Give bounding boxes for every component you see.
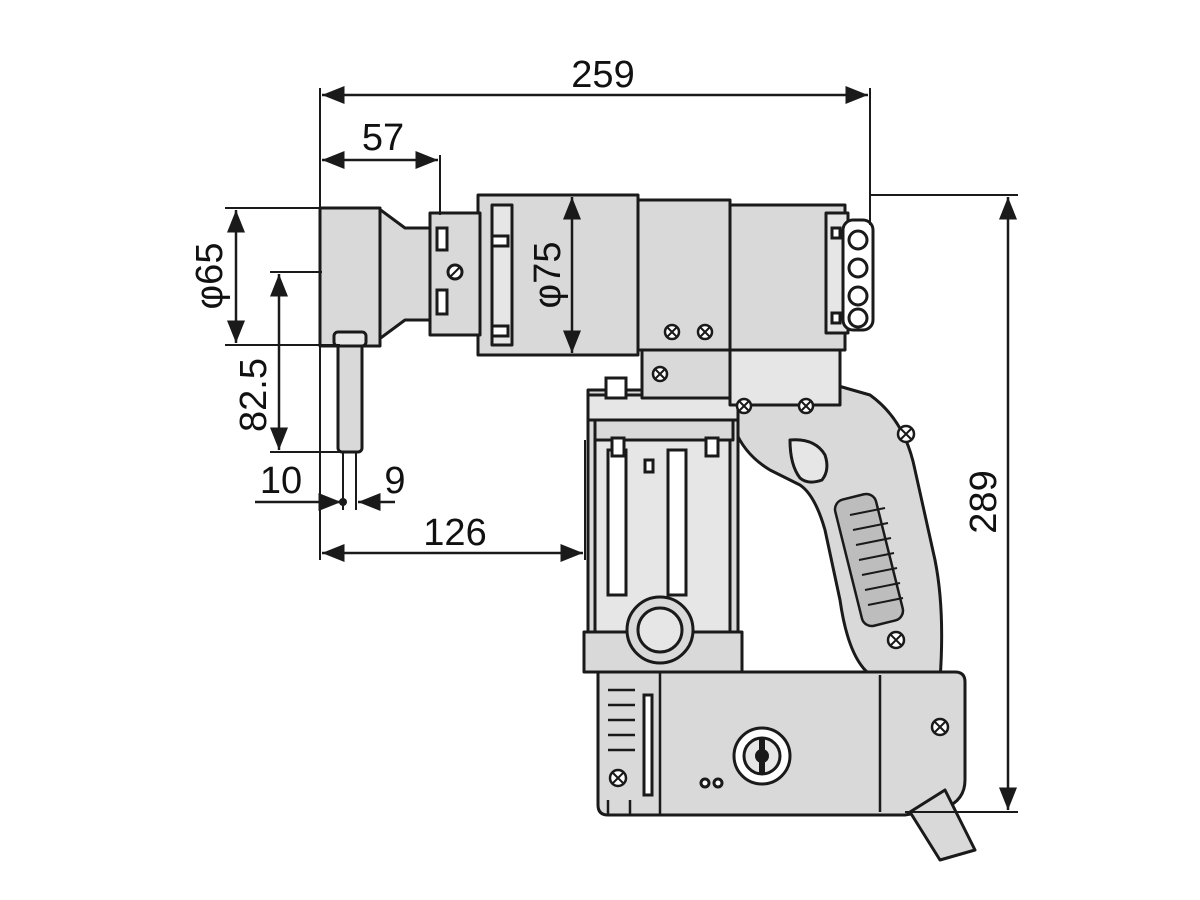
dim-reaction-arm-length: 82.5 <box>233 358 275 432</box>
tool-body <box>318 193 977 862</box>
dimension-labels: 259 57 φ65 φ75 82.5 10 9 126 289 <box>189 54 1005 554</box>
dim-offset-left: 10 <box>260 460 302 502</box>
dial-switch <box>732 726 792 786</box>
dim-socket-length: 57 <box>362 117 404 159</box>
dim-socket-diameter: φ65 <box>189 243 231 310</box>
power-cord <box>908 788 977 862</box>
dim-overall-height: 289 <box>963 470 1005 533</box>
dim-body-diameter: φ75 <box>527 242 569 309</box>
motor-housing <box>636 198 732 352</box>
dimension-lines <box>225 86 1018 813</box>
screws <box>608 323 950 788</box>
base-vents <box>606 688 654 815</box>
dim-overall-length: 259 <box>571 54 634 96</box>
outer-socket <box>318 206 382 348</box>
dim-center-to-grip: 126 <box>423 512 486 554</box>
socket-taper <box>376 206 432 342</box>
reaction-arm <box>336 330 364 454</box>
dim-offset-right: 9 <box>384 460 405 502</box>
grip-ribs <box>833 492 905 628</box>
trigger <box>788 438 829 484</box>
